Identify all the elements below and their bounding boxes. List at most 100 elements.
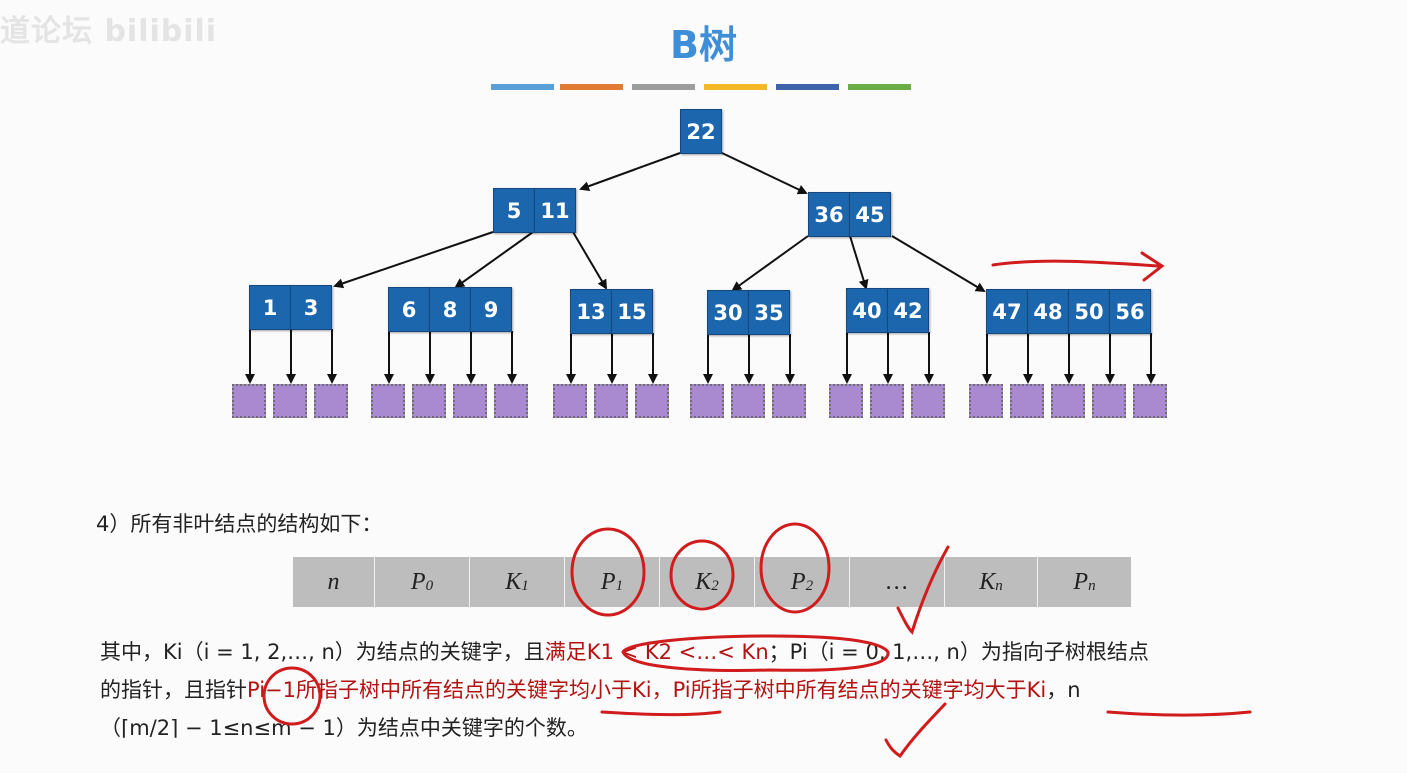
null-leaf [870, 384, 904, 418]
paragraph-line-1: 其中，Ki（i = 1, 2,…, n）为结点的关键字，且满足K1 < K2 <… [100, 633, 1350, 671]
annotation-arrow-head [1140, 251, 1165, 282]
null-leaf [690, 384, 724, 418]
annotation-underline-1 [600, 710, 722, 717]
struct-cell-base: n [327, 568, 340, 595]
node-40-42: 40 42 [846, 288, 929, 333]
key-cell: 15 [611, 289, 653, 334]
struct-cell-sub: 2 [805, 577, 814, 594]
struct-cell-sub: 1 [521, 577, 529, 594]
color-stripe-3 [632, 84, 695, 90]
null-leaf [1092, 384, 1126, 418]
struct-cell-n: n [293, 557, 375, 607]
null-leaf [772, 384, 806, 418]
key-cell: 45 [849, 192, 891, 237]
text-span: ，n [1046, 678, 1081, 702]
struct-cell-base: K [505, 568, 522, 595]
struct-cell-sub: 2 [711, 577, 719, 594]
definition-paragraph: 其中，Ki（i = 1, 2,…, n）为结点的关键字，且满足K1 < K2 <… [100, 633, 1350, 747]
color-stripe-6 [848, 84, 911, 90]
null-leaf [911, 384, 945, 418]
node-root: 22 [680, 109, 722, 154]
edge-36-45-to-30-35 [731, 235, 809, 292]
struct-cell-sub: n [1088, 577, 1096, 594]
lead-text: 4）所有非叶结点的结构如下： [96, 512, 383, 536]
color-stripe-5 [776, 84, 839, 90]
annotation-oval-condition [621, 634, 890, 672]
key-cell: 3 [290, 285, 332, 330]
color-stripe-4 [704, 84, 767, 90]
key-cell: 6 [388, 287, 430, 332]
annotation-circle-p2 [759, 522, 831, 614]
text-span: ；Pi（i = 0, 1,…, n）为指向子树根结点 [768, 640, 1149, 664]
highlighted-text: 满足K1 < K2 <…< Kn [544, 640, 769, 664]
null-leaf [453, 384, 487, 418]
edge-5-11-to-1-3 [333, 231, 494, 289]
edge-36-45-to-40-42 [849, 235, 869, 290]
node-1-3: 1 3 [249, 285, 332, 330]
struct-cell-sub: 1 [615, 577, 624, 594]
key-cell: 13 [570, 289, 612, 334]
key-cell: 30 [707, 290, 749, 335]
key-cell: 35 [748, 290, 790, 335]
null-leaf [553, 384, 587, 418]
node-30-35: 30 35 [707, 290, 790, 335]
null-leaf [273, 384, 307, 418]
null-leaf [1133, 384, 1167, 418]
edge-36-45-to-47-56 [891, 235, 986, 293]
struct-cell-base: P [790, 568, 806, 595]
key-cell: 40 [846, 288, 888, 333]
text-span: 其中，Ki（i = 1, 2,…, n）为结点的关键字，且 [100, 640, 545, 664]
annotation-check-1 [896, 545, 950, 635]
annotation-circle-p1 [570, 527, 646, 617]
node-5-11: 5 11 [493, 188, 576, 233]
annotation-circle-pi-1 [262, 666, 322, 726]
struct-cell-base: K [695, 568, 712, 595]
key-cell: 48 [1027, 289, 1069, 334]
key-cell: 47 [986, 289, 1028, 334]
edge-5-11-to-6-8-9 [454, 231, 534, 289]
null-leaf [969, 384, 1003, 418]
watermark: 道论坛 bilibili [0, 14, 218, 49]
struct-cell-sub: n [995, 577, 1003, 594]
key-cell: 9 [470, 287, 512, 332]
key-cell: 42 [887, 288, 929, 333]
slide-title: B树 [670, 23, 737, 67]
node-13-15: 13 15 [570, 289, 653, 334]
struct-cell-base: K [979, 568, 996, 595]
null-leaf [1051, 384, 1085, 418]
null-leaf [829, 384, 863, 418]
edge-root-right [721, 152, 808, 195]
text-span: 的指针，且指针 [100, 678, 247, 702]
null-leaf [494, 384, 528, 418]
key-cell: 1 [249, 285, 291, 330]
annotation-circle-k2 [669, 539, 735, 611]
null-leaf [412, 384, 446, 418]
key-cell: 11 [534, 188, 576, 233]
null-leaf [232, 384, 266, 418]
edge-5-11-to-13-15 [572, 231, 608, 290]
edge-root-left [579, 152, 681, 191]
paragraph-line-2: 的指针，且指针Pi−1所指子树中所有结点的关键字均小于Ki，Pi所指子树中所有结… [100, 671, 1350, 709]
struct-cell-ellipsis: … [850, 557, 945, 607]
annotation-underline-2 [1106, 710, 1252, 717]
struct-cell-base: P [410, 568, 426, 595]
node-6-8-9: 6 8 9 [388, 287, 512, 332]
key-cell: 5 [493, 188, 535, 233]
null-leaf [594, 384, 628, 418]
annotation-check-2 [884, 702, 947, 759]
text-span: （⌈m/2⌉ − 1≤n≤m − 1）为结点中关键字的个数。 [100, 716, 588, 740]
struct-cell-sub: 0 [425, 577, 434, 594]
highlighted-text: Pi−1所指子树中所有结点的关键字均小于Ki，Pi所指子树中所有结点的关键字均大… [247, 678, 1047, 702]
struct-cell-base: … [886, 568, 908, 595]
paragraph-line-3: （⌈m/2⌉ − 1≤n≤m − 1）为结点中关键字的个数。 [100, 709, 1350, 747]
